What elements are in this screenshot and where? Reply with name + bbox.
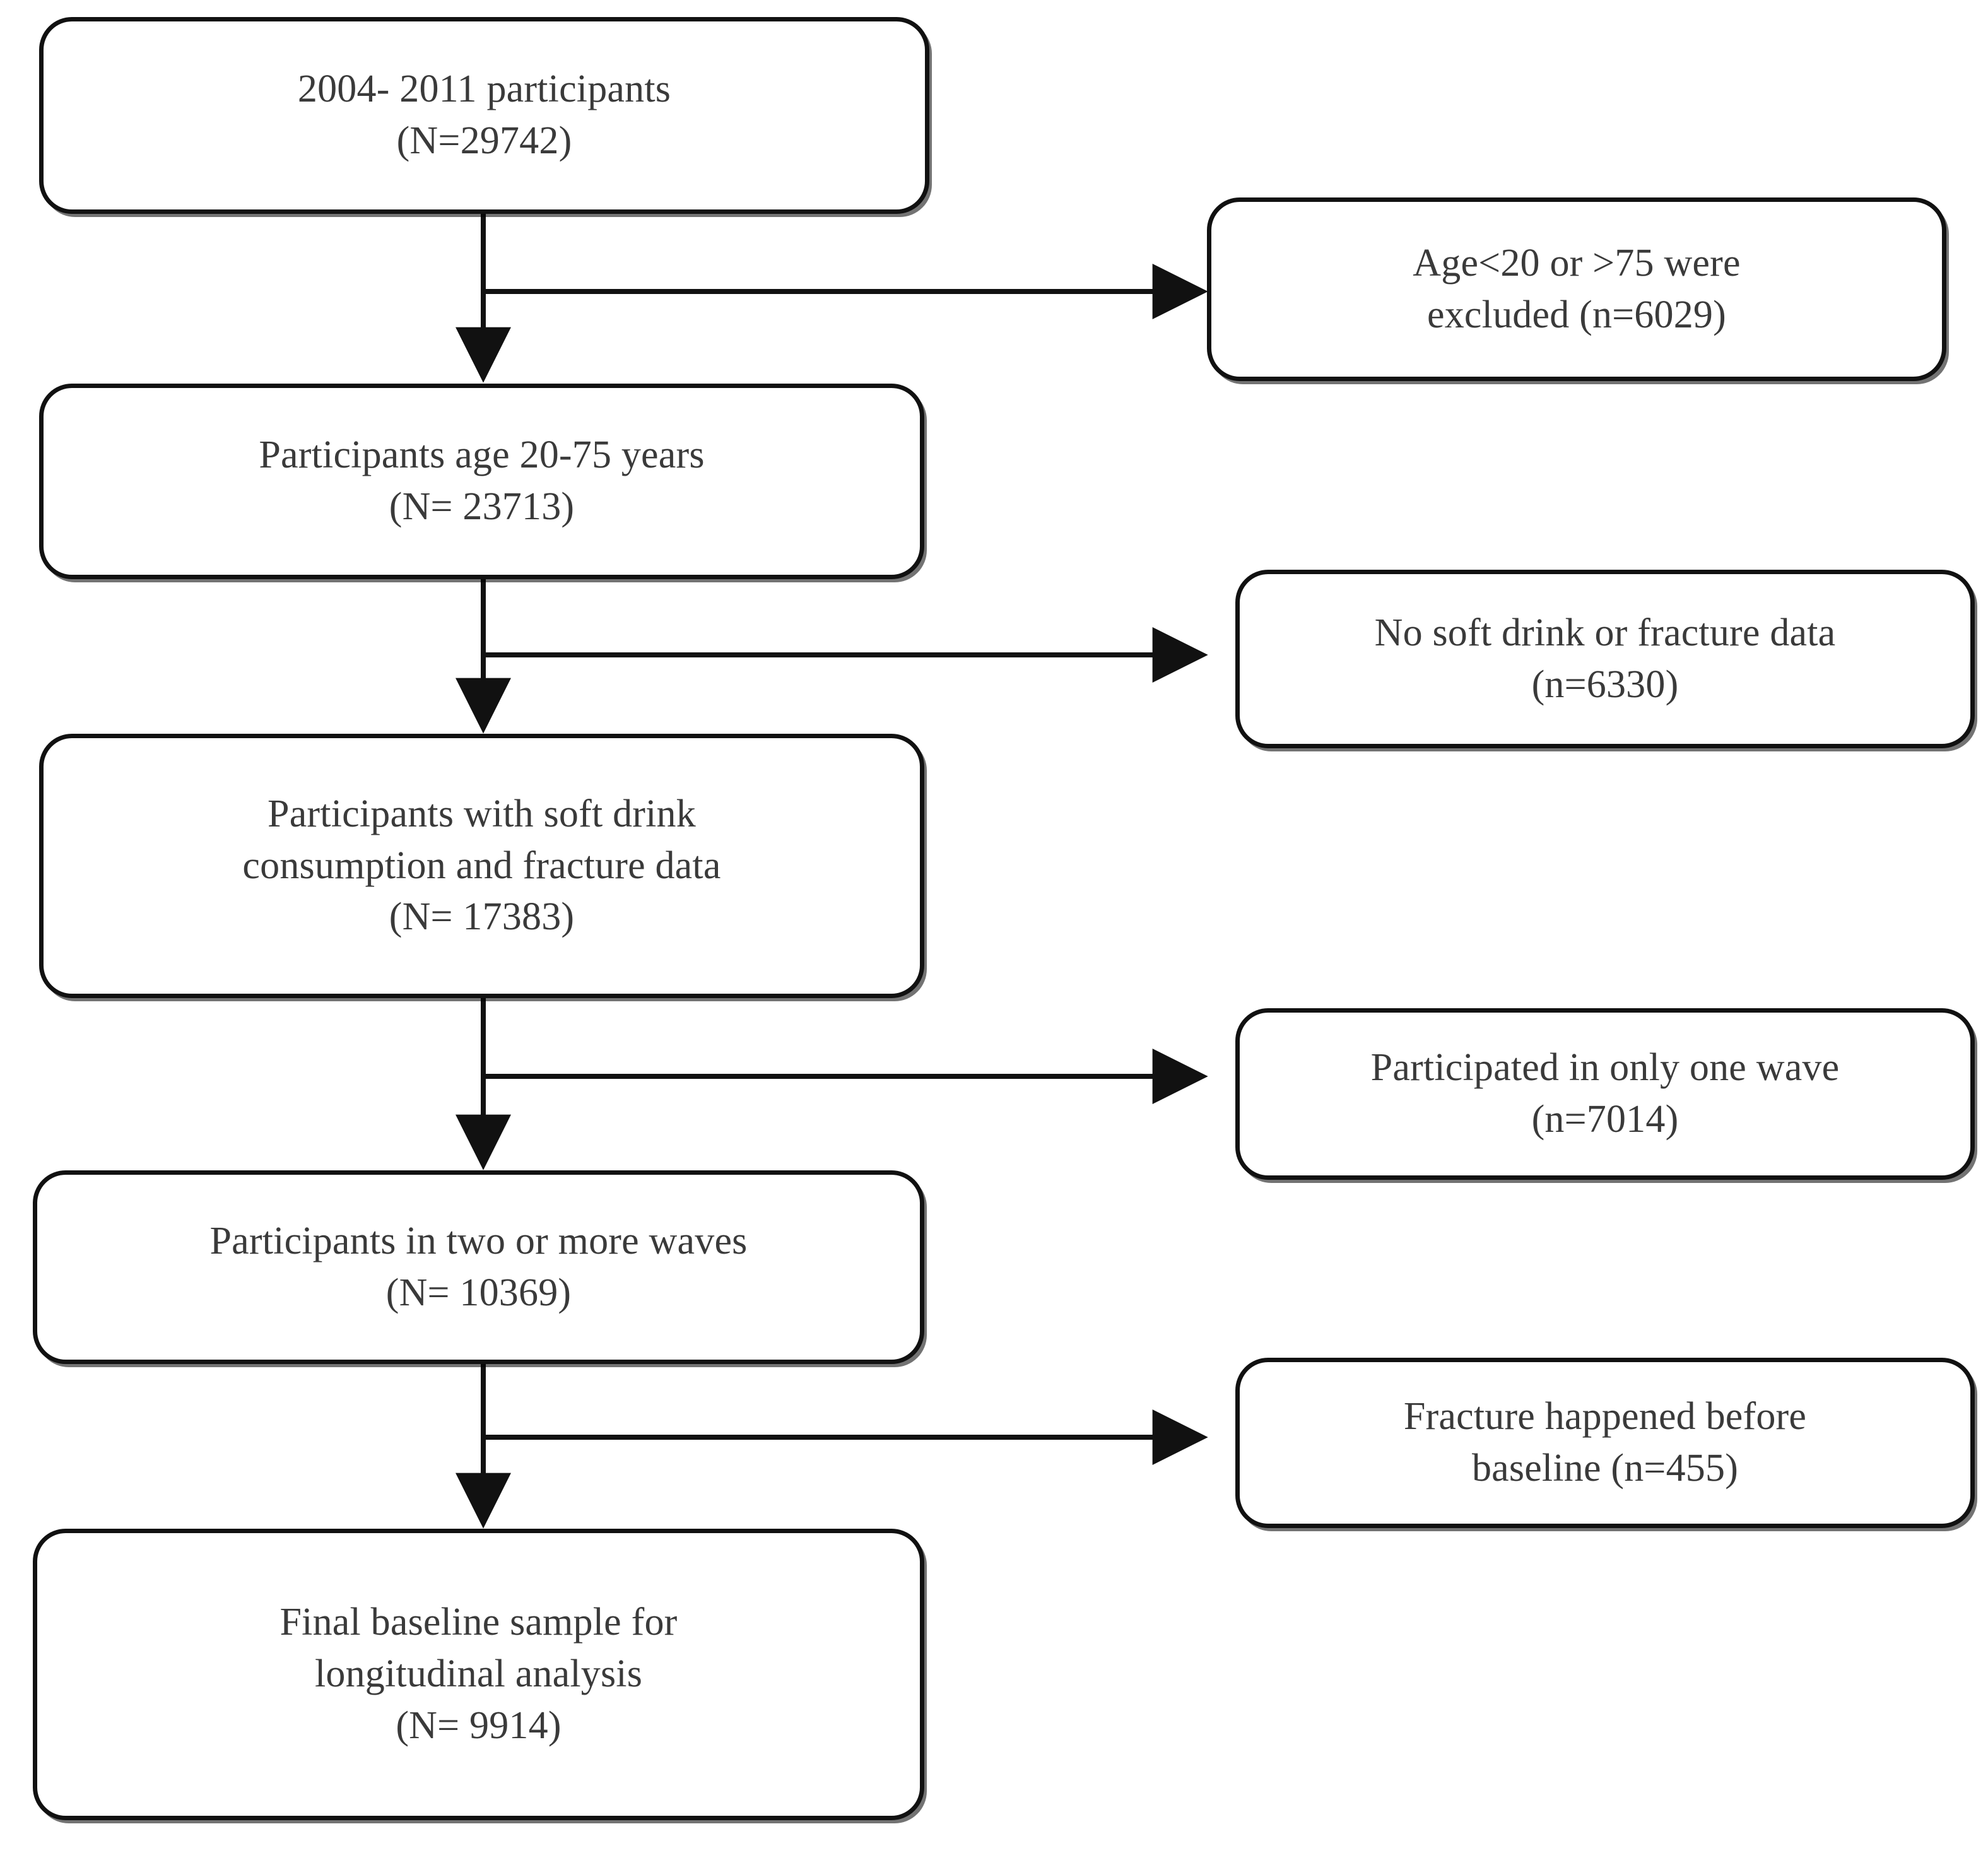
node-exclusion-prevalent-fracture-label: Fracture happened before baseline (n=455…: [1403, 1395, 1807, 1490]
node-two-or-more-waves-label: Participants in two or more waves (N= 10…: [209, 1219, 748, 1314]
node-exclusion-single-wave[interactable]: Participated in only one wave (n=7014): [1235, 1008, 1975, 1180]
node-exclusion-single-wave-label: Participated in only one wave (n=7014): [1370, 1046, 1840, 1141]
node-with-exposure-and-outcome-data-label: Participants with soft drink consumption…: [242, 792, 721, 939]
node-final-analytic-sample-label: Final baseline sample for longitudinal a…: [279, 1601, 678, 1747]
node-with-exposure-and-outcome-data[interactable]: Participants with soft drink consumption…: [39, 734, 924, 998]
node-source-population-label: 2004- 2011 participants (N=29742): [297, 68, 671, 162]
node-exclusion-prevalent-fracture[interactable]: Fracture happened before baseline (n=455…: [1235, 1358, 1975, 1528]
node-final-analytic-sample[interactable]: Final baseline sample for longitudinal a…: [33, 1529, 924, 1820]
node-age-eligible[interactable]: Participants age 20-75 years (N= 23713): [39, 384, 924, 579]
node-exclusion-missing-data[interactable]: No soft drink or fracture data (n=6330): [1235, 570, 1975, 748]
node-source-population[interactable]: 2004- 2011 participants (N=29742): [39, 17, 929, 214]
node-age-eligible-label: Participants age 20-75 years (N= 23713): [259, 433, 705, 528]
node-exclusion-age[interactable]: Age<20 or >75 were excluded (n=6029): [1207, 197, 1946, 381]
node-exclusion-missing-data-label: No soft drink or fracture data (n=6330): [1374, 611, 1836, 706]
node-two-or-more-waves[interactable]: Participants in two or more waves (N= 10…: [33, 1170, 924, 1364]
node-exclusion-age-label: Age<20 or >75 were excluded (n=6029): [1413, 241, 1741, 336]
